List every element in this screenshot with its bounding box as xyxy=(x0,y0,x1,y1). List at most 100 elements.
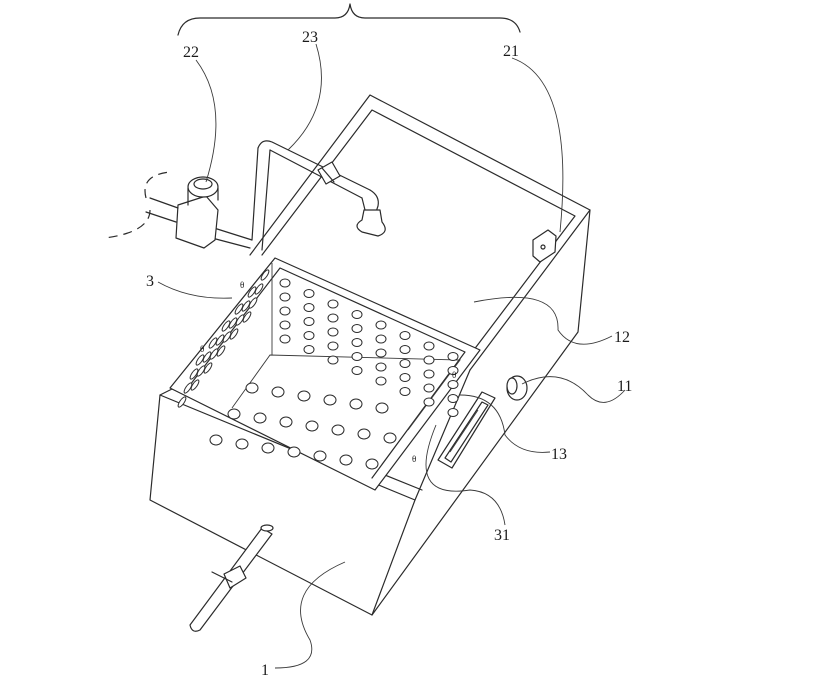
perforation-hole xyxy=(351,366,363,375)
perforation-hole xyxy=(202,351,212,363)
perforation-hole xyxy=(279,292,291,302)
tank-back-inner-rim xyxy=(261,109,576,356)
perforation-hole xyxy=(375,320,387,330)
perforation-hole xyxy=(447,366,459,375)
perforation-hole xyxy=(279,416,293,428)
perforation-hole xyxy=(261,442,275,454)
basket-inner xyxy=(189,267,466,479)
perforation-hole xyxy=(208,337,218,349)
tank-right-wall xyxy=(371,209,591,616)
rim-mark: θ xyxy=(200,344,204,354)
perforation-hole xyxy=(351,338,363,347)
perforation-hole xyxy=(247,286,257,298)
perforation-hole xyxy=(222,331,232,343)
perforation-hole xyxy=(221,320,231,332)
pipe-top xyxy=(257,140,371,199)
perforation-hole xyxy=(423,341,435,351)
perforation-hole xyxy=(399,387,411,396)
leader-3 xyxy=(157,281,233,299)
label-22: 22 xyxy=(183,44,199,61)
drain-pipe-end xyxy=(260,524,274,532)
perforation-hole xyxy=(216,345,226,357)
leader-23 xyxy=(287,43,322,151)
perforation-hole xyxy=(365,458,379,470)
leader-13 xyxy=(459,394,551,453)
perforation-hole xyxy=(351,324,363,333)
leader-11 xyxy=(521,376,626,403)
perforation-hole xyxy=(235,314,245,326)
pipe-horizontal-lower xyxy=(211,227,253,249)
perforation-hole xyxy=(189,368,199,380)
label-13: 13 xyxy=(551,446,567,463)
sensor-dot xyxy=(540,244,546,250)
perforation-hole xyxy=(399,359,411,368)
perforation-hole xyxy=(399,345,411,354)
perforation-hole xyxy=(303,303,315,312)
pump-inlet xyxy=(193,178,213,190)
perforation-hole xyxy=(183,382,193,394)
perforation-hole xyxy=(305,420,319,432)
perforation-hole xyxy=(423,369,435,379)
perforation-hole xyxy=(196,365,206,377)
perforation-hole xyxy=(248,297,258,309)
spray-nozzle xyxy=(356,209,386,237)
perforation-hole xyxy=(447,408,459,417)
perforation-hole xyxy=(303,317,315,326)
perforation-hole xyxy=(339,454,353,466)
perforation-hole xyxy=(351,352,363,361)
perforation-hole xyxy=(383,432,397,444)
perforation-hole xyxy=(215,334,225,346)
perforation-hole xyxy=(331,424,345,436)
perforation-hole xyxy=(375,376,387,386)
perforation-hole xyxy=(327,313,339,323)
perforation-hole xyxy=(227,408,241,420)
leader-12 xyxy=(473,296,613,345)
perforation-hole xyxy=(327,327,339,337)
knob-cap xyxy=(506,377,518,395)
perforation-hole xyxy=(279,306,291,316)
basket-holes-left xyxy=(177,269,270,408)
perforation-hole xyxy=(423,355,435,365)
perforation-hole xyxy=(423,383,435,393)
perforation-hole xyxy=(209,348,219,360)
perforation-hole xyxy=(253,412,267,424)
perforation-hole xyxy=(349,398,363,410)
perforation-hole xyxy=(375,362,387,372)
tank-back-rim xyxy=(249,94,591,371)
valve-line xyxy=(321,167,335,183)
pump-neck xyxy=(187,187,219,206)
perforation-hole xyxy=(229,328,239,340)
perforation-hole xyxy=(235,438,249,450)
rim-mark: θ xyxy=(240,280,244,290)
perforation-hole xyxy=(357,428,371,440)
perforation-hole xyxy=(209,434,223,446)
perforation-hole xyxy=(297,390,311,402)
perforation-hole xyxy=(399,373,411,382)
rim-mark: θ xyxy=(412,454,416,464)
perforation-hole xyxy=(254,283,264,295)
perforation-hole xyxy=(287,446,301,458)
basket-holes-back xyxy=(279,278,459,417)
perforation-hole xyxy=(375,402,389,414)
perforation-hole xyxy=(203,362,213,374)
perforation-hole xyxy=(447,394,459,403)
leader-31 xyxy=(425,424,506,526)
perforation-hole xyxy=(303,289,315,298)
perforation-hole xyxy=(375,334,387,344)
basket-holes-floor xyxy=(209,382,397,470)
pump-body xyxy=(175,195,219,249)
perforation-hole xyxy=(327,299,339,309)
label-1: 1 xyxy=(261,662,269,677)
perforation-hole xyxy=(271,386,285,398)
perforation-hole xyxy=(260,269,270,281)
perforation-hole xyxy=(241,300,251,312)
perforation-hole xyxy=(423,397,435,407)
perforation-hole xyxy=(303,345,315,354)
label-11: 11 xyxy=(617,378,632,395)
drain-valve-handle xyxy=(211,571,233,583)
perforation-hole xyxy=(375,348,387,358)
label-3: 3 xyxy=(146,273,154,290)
basket-floor xyxy=(231,354,461,431)
perforation-hole xyxy=(177,396,187,408)
